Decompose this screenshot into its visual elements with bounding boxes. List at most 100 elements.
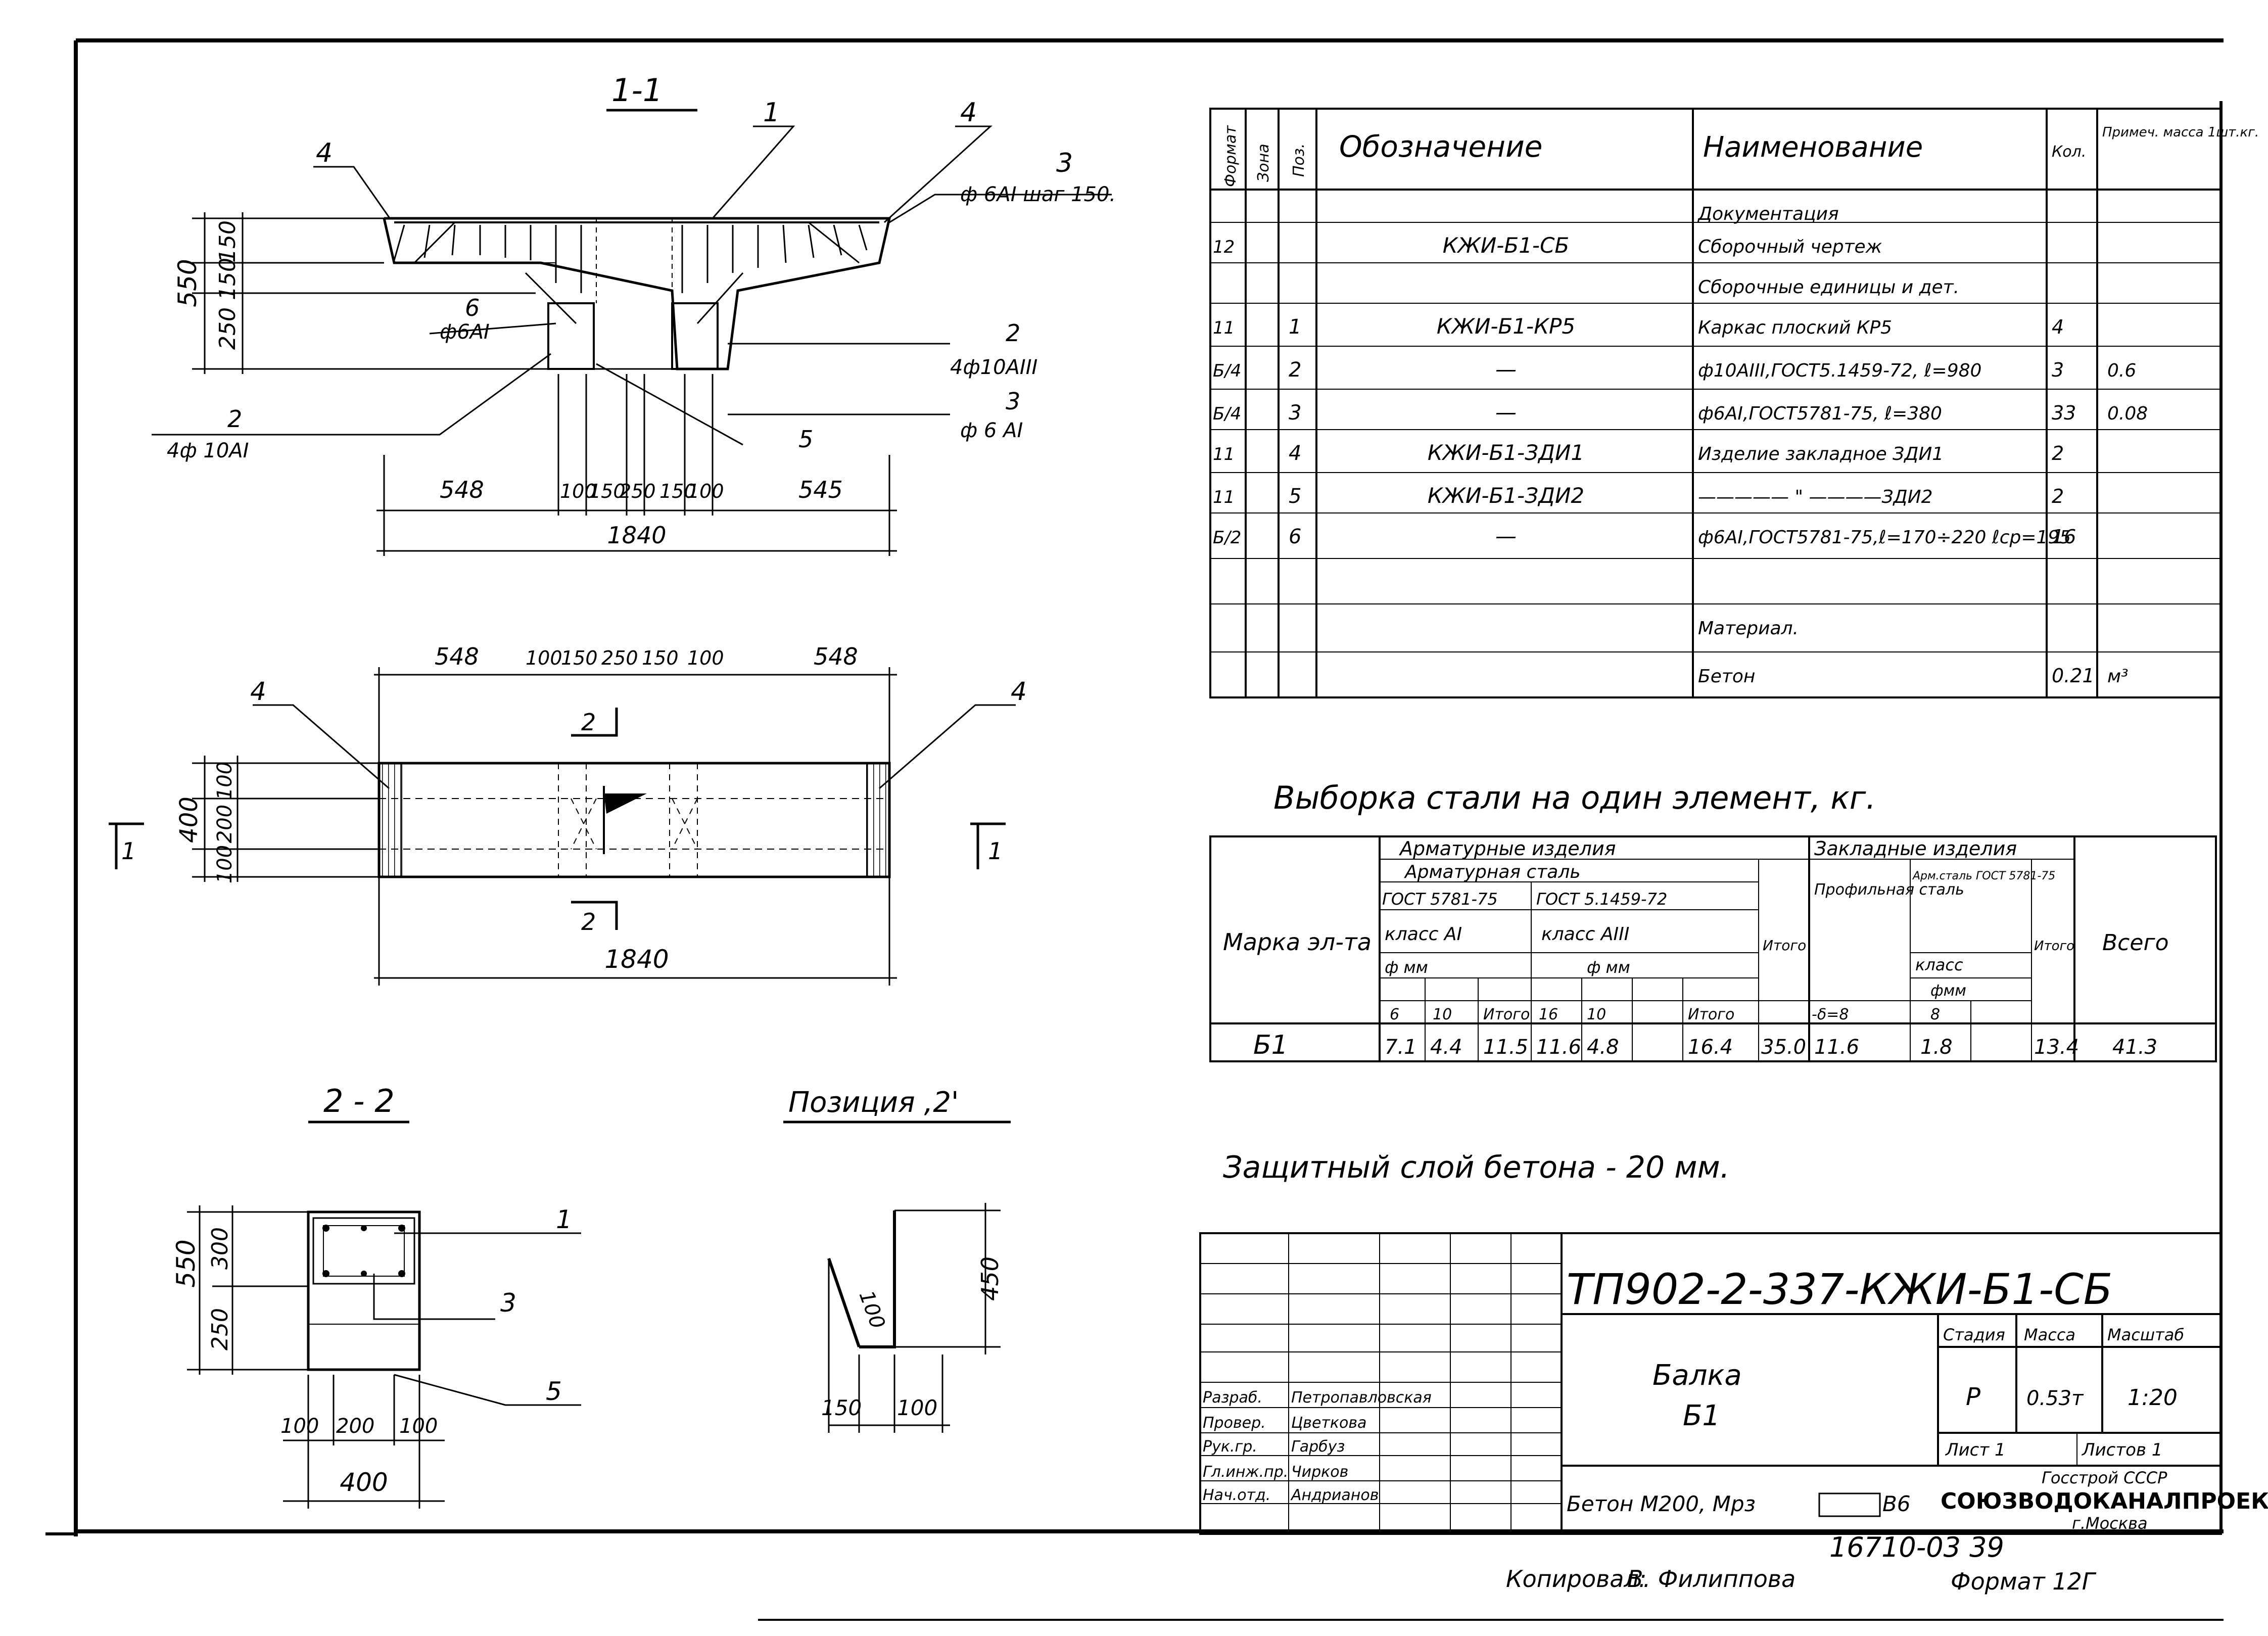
- spec-name: Бетон: [1698, 666, 1755, 687]
- spec-designation: КЖИ-Б1-СБ: [1443, 233, 1569, 258]
- protective-layer: Защитный слой бетона - 20 мм.: [1223, 1150, 1730, 1185]
- copied-label: Копировал:: [1506, 1565, 1646, 1593]
- dim-250: 250: [215, 307, 241, 350]
- tb-name2: Б1: [1683, 1399, 1720, 1432]
- section-1-1-title: 1-1: [611, 72, 663, 109]
- s22-callout-1: 1: [556, 1205, 572, 1234]
- steel-cell: 1.8: [1920, 1036, 1953, 1059]
- steel-sub: -δ=8: [1812, 1006, 1849, 1023]
- pos2-dim-100-slant: 100: [855, 1288, 889, 1332]
- rebar-6AI-b: ф 6 AI: [960, 419, 1023, 442]
- steel-cell: 11.5: [1483, 1036, 1528, 1059]
- spec-qty: 3: [2052, 359, 2064, 381]
- spec-pos: 3: [1289, 401, 1301, 425]
- format-label: Формат 12Г: [1951, 1568, 2097, 1595]
- spec-name: ————— " ————ЗДИ2: [1698, 487, 1932, 507]
- st-h-total-1: Итого: [1763, 937, 1806, 954]
- spec-format: 11: [1213, 318, 1235, 338]
- tb-mass: 0.53т: [2026, 1387, 2084, 1410]
- spec-designation: КЖИ-Б1-ЗДИ1: [1428, 440, 1584, 465]
- spec-designation: —: [1495, 524, 1517, 548]
- dim-150-a: 150: [215, 220, 241, 263]
- s22-hdim-200: 200: [336, 1415, 374, 1438]
- dim-150-b: 150: [215, 258, 241, 300]
- hdim-150-a: 150: [589, 480, 626, 502]
- steel-sub: 16: [1539, 1006, 1558, 1023]
- spec-pos: 4: [1289, 442, 1301, 465]
- spec-h-format: Формат: [1222, 125, 1240, 187]
- steel-sub: 10: [1587, 1006, 1606, 1023]
- spec-qty: 2: [2052, 485, 2064, 507]
- section-2-2: 2 - 2 550 300 250 100 200 100 400: [171, 1083, 581, 1509]
- spec-name: Материал.: [1698, 618, 1799, 639]
- section-2-2-title: 2 - 2: [323, 1083, 395, 1119]
- steel-cell: 11.6: [1536, 1036, 1581, 1059]
- tb-person: Петропавловская: [1291, 1389, 1432, 1407]
- plan-mark-2-bottom: 2: [581, 908, 596, 936]
- steel-sub: Итого: [1483, 1006, 1530, 1023]
- st-h-gost1: ГОСТ 5781-75: [1382, 890, 1498, 909]
- spec-name: Сборочные единицы и дет.: [1698, 277, 1959, 298]
- steel-cell: 35.0: [1761, 1036, 1806, 1059]
- spec-name: Сборочный чертеж: [1698, 237, 1882, 257]
- st-h-dia3: фмм: [1930, 982, 1966, 1000]
- tb-role: Гл.инж.пр.: [1203, 1463, 1288, 1481]
- steel-title: Выборка стали на один элемент, кг.: [1273, 779, 1876, 816]
- spec-format: 11: [1213, 444, 1235, 464]
- s22-total: 400: [340, 1468, 388, 1497]
- spec-format: Б/4: [1213, 404, 1241, 424]
- spec-pos: 5: [1289, 485, 1301, 508]
- steel-cell: 4.8: [1587, 1036, 1619, 1059]
- plan-hdim-548-b: 548: [814, 643, 858, 670]
- hdim-545: 545: [798, 476, 843, 503]
- plan-vdim-200: 200: [213, 805, 237, 843]
- steel-sub: Итого: [1688, 1006, 1734, 1023]
- st-h-armst: Арм.сталь ГОСТ 5781-75: [1912, 870, 2055, 882]
- rebar-4-10AI: 4ф 10AI: [167, 439, 249, 462]
- tb-person: Чирков: [1291, 1463, 1348, 1481]
- st-h-arm-items: Арматурные изделия: [1398, 837, 1616, 860]
- spec-qty: 2: [2052, 442, 2064, 464]
- rebar-4-10AIII: 4ф10AIII: [950, 356, 1037, 379]
- hdim-548: 548: [440, 476, 484, 503]
- steel-sub: 6: [1390, 1006, 1399, 1023]
- tb-org2: СОЮЗВОДОКАНАЛПРОЕКТ: [1941, 1488, 2268, 1514]
- tb-role: Разраб.: [1203, 1389, 1262, 1407]
- tb-org3: г.Москва: [2072, 1514, 2148, 1533]
- s22-hdim-100-b: 100: [399, 1415, 438, 1438]
- plan-callout-4-left: 4: [250, 677, 266, 706]
- plan-vdim-100-a: 100: [213, 762, 237, 800]
- spec-h-pos: Поз.: [1290, 144, 1308, 177]
- hdim-total: 1840: [607, 522, 666, 549]
- s22-hdim-100-a: 100: [280, 1415, 319, 1438]
- position-2: Позиция ,2' 450 100 150 100: [783, 1086, 1011, 1433]
- spec-qty: 33: [2052, 402, 2076, 424]
- st-h-class3: класс: [1915, 955, 1963, 974]
- spec-qty: 4: [2052, 316, 2064, 338]
- st-h-all: Всего: [2102, 930, 2168, 956]
- hdim-250: 250: [619, 480, 656, 502]
- st-h-class2: класс АIII: [1541, 924, 1629, 945]
- spec-note: 0.6: [2107, 360, 2136, 381]
- spec-name: ф6АI,ГОСТ5781-75,ℓ=170÷220 ℓср=195: [1698, 527, 2071, 548]
- plan-callout-4-right: 4: [1011, 677, 1027, 706]
- copied-by: В. Филиппова: [1627, 1565, 1796, 1593]
- dim-550: 550: [173, 259, 202, 307]
- title-people: Разраб.ПетропавловскаяПровер.ЦветковаРук…: [1203, 1389, 1432, 1504]
- spec-note: 0.08: [2107, 403, 2148, 424]
- tb-role: Рук.гр.: [1203, 1438, 1257, 1456]
- callout-3: 3: [1056, 148, 1073, 178]
- steel-cell: 13.4: [2034, 1036, 2079, 1059]
- spec-h-name: Наименование: [1703, 131, 1923, 164]
- steel-cell: 7.1: [1385, 1036, 1417, 1059]
- tb-scale-h: Масштаб: [2107, 1325, 2184, 1344]
- steel-cell: 41.3: [2112, 1036, 2157, 1059]
- st-h-class1: класс АI: [1385, 924, 1462, 945]
- steel-cell: 11.6: [1814, 1036, 1859, 1059]
- spec-name: Документация: [1697, 204, 1839, 224]
- tb-code: ТП902-2-337-КЖИ-Б1-СБ: [1567, 1265, 2112, 1314]
- spec-name: ф10АIII,ГОСТ5.1459-72, ℓ=980: [1698, 360, 1981, 381]
- tb-scale: 1:20: [2128, 1385, 2178, 1411]
